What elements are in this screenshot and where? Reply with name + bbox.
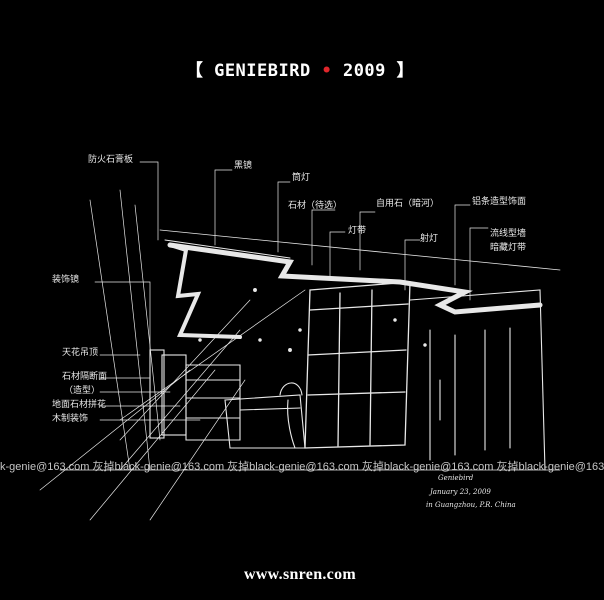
- header-title: 【 GENIEBIRD • 2009 】: [0, 56, 600, 81]
- separator-dot: •: [321, 61, 333, 81]
- annotation-aluminum-strip: 铝条造型饰面: [472, 195, 526, 207]
- annotation-stone-pending: 石材（待选）: [288, 199, 342, 211]
- signature-date: January 23, 2009: [428, 488, 491, 496]
- annotation-light-strip: 灯带: [348, 225, 366, 236]
- ceiling-soffit: [159, 229, 561, 339]
- bracket-open: 【: [185, 61, 204, 81]
- annotation-ceiling: 天花吊顶: [62, 346, 98, 358]
- annotation-stone-partition: 石材隔断面: [62, 370, 107, 382]
- annotation-hidden-light: 暗藏灯带: [490, 241, 526, 253]
- leader-lines: [94, 161, 489, 421]
- site-url-link[interactable]: www.snren.com: [243, 566, 357, 583]
- reception-desk: [224, 382, 306, 449]
- year: 2009: [342, 61, 386, 81]
- left-wall: [149, 349, 241, 441]
- signature-place: in Guangzhou, P.R. China: [426, 501, 516, 509]
- annotation-curved-wall: 流线型墙: [490, 227, 526, 239]
- bracket-close: 】: [396, 61, 415, 81]
- annotation-fireproof-board: 防火石膏板: [88, 153, 133, 165]
- right-wall: [409, 289, 546, 471]
- annotation-stone-dark: 自用石（暗河）: [376, 197, 439, 209]
- annotation-shape: （造型）: [64, 384, 100, 396]
- watermark-text: k-genie@163.com 灰掉black-genie@163.com 灰掉…: [0, 461, 604, 473]
- annotation-deco-mirror: 装饰镜: [52, 273, 79, 285]
- brand-name: GENIEBIRD: [214, 61, 311, 81]
- annotation-wood-deco: 木制装饰: [52, 412, 88, 424]
- annotation-floor-stone: 地面石材拼花: [52, 398, 106, 410]
- annotation-down-light: 筒灯: [292, 171, 310, 183]
- annotation-spot-light: 射灯: [420, 232, 438, 244]
- perspective-lines: [39, 189, 561, 521]
- signature-name: Geniebird: [438, 474, 474, 482]
- spot-lights: [198, 288, 427, 352]
- stone-column: [304, 281, 411, 449]
- annotation-black-mirror: 黑镜: [234, 159, 252, 171]
